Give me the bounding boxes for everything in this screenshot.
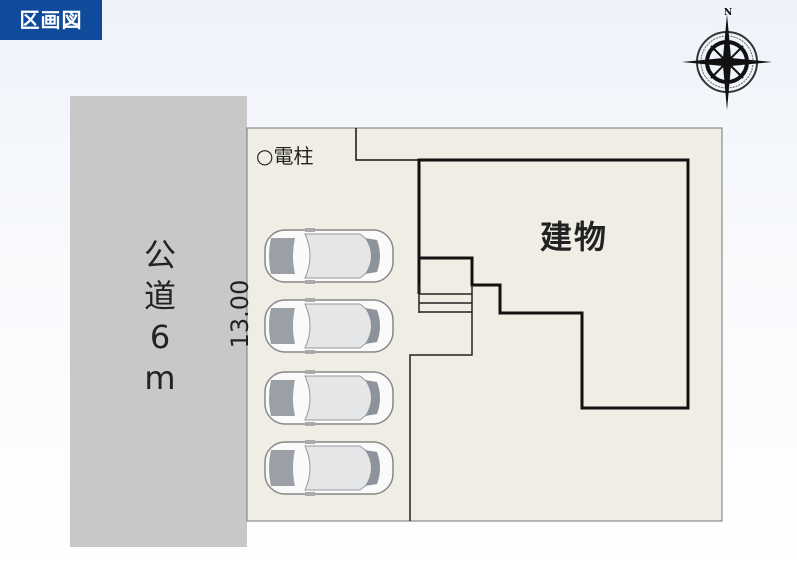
frontage-dimension: 13.00 bbox=[226, 279, 254, 349]
parked-cars bbox=[264, 228, 394, 496]
entrance-steps bbox=[418, 285, 472, 313]
compass-north-label: N bbox=[724, 8, 733, 18]
road-label-char: 6 bbox=[149, 318, 171, 356]
car-icon bbox=[264, 440, 394, 496]
road-label-char: m bbox=[144, 359, 176, 397]
public-road bbox=[70, 96, 247, 547]
building-label: 建物 bbox=[540, 218, 609, 256]
car-icon bbox=[264, 298, 394, 354]
pole-notch-line bbox=[355, 128, 419, 161]
road-label-char: 公 bbox=[143, 236, 176, 274]
road-label: 公 道 6 m bbox=[120, 235, 200, 399]
utility-pole-label: ○電柱 bbox=[256, 144, 314, 168]
parking-boundary-line bbox=[409, 285, 473, 521]
building-outline bbox=[417, 158, 690, 410]
page-title-badge: 区画図 bbox=[0, 0, 102, 40]
road-label-char: 道 bbox=[143, 277, 176, 315]
car-icon bbox=[264, 228, 394, 284]
car-icon bbox=[264, 370, 394, 426]
compass-rose-icon bbox=[682, 14, 772, 110]
